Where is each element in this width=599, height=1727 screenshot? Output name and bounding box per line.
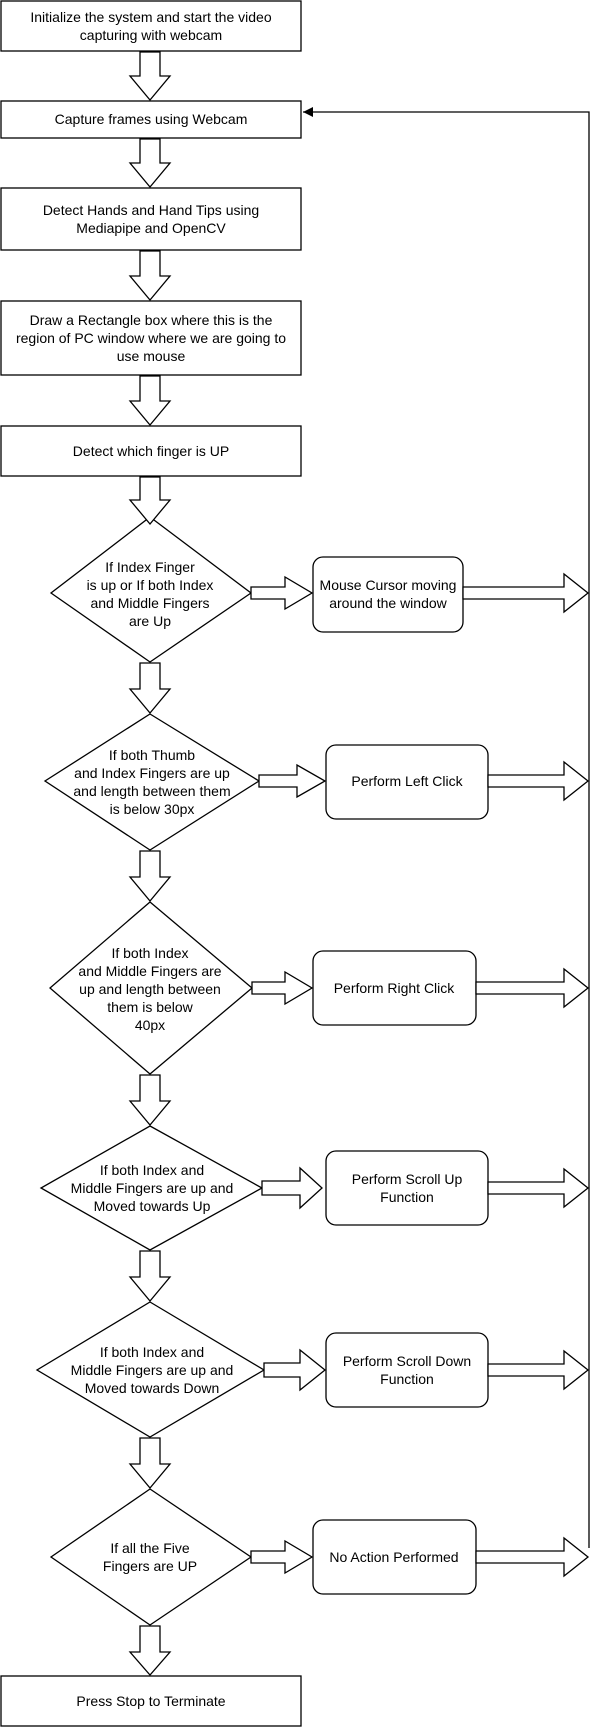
stop-box xyxy=(0,1675,302,1727)
loop-arrow-scroll-down xyxy=(487,1349,590,1391)
down-arrow-2 xyxy=(128,138,172,189)
draw-rect-line-3: use mouse xyxy=(117,348,186,364)
dec-sdown-line-3: Moved towards Down xyxy=(85,1380,220,1396)
decision-right-click xyxy=(49,901,254,1075)
act-move-line-1: Mouse Cursor moving xyxy=(320,577,457,593)
detect-hands-line-1: Detect Hands and Hand Tips using xyxy=(43,202,259,218)
action-move-label: Mouse Cursor moving around the window xyxy=(320,577,457,611)
start-line-2: capturing with webcam xyxy=(80,27,222,43)
dec-five-line-1: If all the Five xyxy=(110,1540,190,1556)
dec-sup-line-3: Moved towards Up xyxy=(94,1198,211,1214)
detect-hands-box xyxy=(0,187,302,251)
action-none-label: No Action Performed xyxy=(329,1549,458,1565)
dec-right-line-3: up and length between xyxy=(79,981,221,997)
dec-right-line-4: them is below xyxy=(107,999,193,1015)
dec-move-line-3: and Middle Fingers xyxy=(90,595,209,611)
draw-rect-line-1: Draw a Rectangle box where this is the xyxy=(30,312,273,328)
action-scroll-down-box xyxy=(325,1332,489,1408)
stop-label: Press Stop to Terminate xyxy=(76,1693,225,1709)
dec-sup-line-2: Middle Fingers are up and xyxy=(71,1180,234,1196)
detect-finger-label: Detect which finger is UP xyxy=(73,443,229,459)
start-line-1: Initialize the system and start the vide… xyxy=(30,9,271,25)
action-scroll-up-label: Perform Scroll Up Function xyxy=(352,1171,463,1205)
right-arrow-scroll-up xyxy=(261,1166,323,1210)
dec-left-line-1: If both Thumb xyxy=(109,747,195,763)
dec-move-line-1: If Index Finger xyxy=(105,559,195,575)
loop-arrow-move xyxy=(462,572,590,614)
decision-move-label: If Index Finger is up or If both Index and… xyxy=(87,559,214,629)
down-arrow-4 xyxy=(128,375,172,427)
act-sup-line-1: Perform Scroll Up xyxy=(352,1171,463,1187)
right-arrow-five-fingers xyxy=(250,1539,314,1575)
down-arrow-9 xyxy=(128,1250,172,1303)
dec-left-line-4: is below 30px xyxy=(110,801,195,817)
dec-sdown-line-2: Middle Fingers are up and xyxy=(71,1362,234,1378)
loop-arrow-scroll-up xyxy=(487,1167,590,1209)
right-arrow-right-click xyxy=(251,970,314,1006)
detect-finger-box xyxy=(0,425,302,477)
decision-scroll-down xyxy=(35,1301,266,1438)
detect-finger-line-1: Detect which finger is UP xyxy=(73,443,229,459)
action-right-click-label: Perform Right Click xyxy=(334,980,456,996)
draw-rect-box xyxy=(0,300,302,376)
dec-sup-line-1: If both Index and xyxy=(100,1162,204,1178)
act-none-line-1: No Action Performed xyxy=(329,1549,458,1565)
decision-left-click-label: If both Thumb and Index Fingers are up and… xyxy=(73,747,230,817)
capture-box xyxy=(0,100,302,139)
dec-right-line-1: If both Index xyxy=(111,945,188,961)
detect-hands-line-2: Mediapipe and OpenCV xyxy=(76,220,226,236)
loop-arrow-no-action xyxy=(475,1536,590,1578)
draw-rect-line-2: region of PC window where we are going t… xyxy=(16,330,286,346)
dec-right-line-2: and Middle Fingers are xyxy=(78,963,221,979)
down-arrow-5 xyxy=(128,476,172,526)
start-box xyxy=(0,0,302,52)
down-arrow-1 xyxy=(128,51,172,102)
action-left-click-label: Perform Left Click xyxy=(351,773,463,789)
act-left-line-1: Perform Left Click xyxy=(351,773,463,789)
decision-left-click xyxy=(43,713,261,851)
act-sdown-line-2: Function xyxy=(380,1371,434,1387)
dec-five-line-2: Fingers are UP xyxy=(103,1558,197,1574)
stop-line-1: Press Stop to Terminate xyxy=(76,1693,225,1709)
dec-left-line-3: and length between them xyxy=(73,783,230,799)
dec-move-line-2: is up or If both Index xyxy=(87,577,214,593)
act-sdown-line-1: Perform Scroll Down xyxy=(343,1353,471,1369)
capture-label: Capture frames using Webcam xyxy=(55,111,248,127)
dec-left-line-2: and Index Fingers are up xyxy=(74,765,230,781)
loop-back-arrowhead xyxy=(303,107,313,117)
down-arrow-8 xyxy=(128,1074,172,1127)
down-arrow-7 xyxy=(128,850,172,903)
down-arrow-3 xyxy=(128,250,172,302)
decision-move xyxy=(49,516,253,663)
right-arrow-move xyxy=(250,575,314,611)
down-arrow-6 xyxy=(128,662,172,715)
dec-sdown-line-1: If both Index and xyxy=(100,1344,204,1360)
loop-arrow-right-click xyxy=(475,967,590,1009)
decision-scroll-up xyxy=(39,1125,264,1251)
act-sup-line-2: Function xyxy=(380,1189,434,1205)
dec-right-line-5: 40px xyxy=(135,1017,165,1033)
act-right-line-1: Perform Right Click xyxy=(334,980,456,996)
down-arrow-10 xyxy=(128,1437,172,1490)
right-arrow-left-click xyxy=(258,763,327,799)
act-move-line-2: around the window xyxy=(329,595,447,611)
capture-line-1: Capture frames using Webcam xyxy=(55,111,248,127)
loop-arrow-left-click xyxy=(487,760,590,802)
loop-back-line xyxy=(303,111,590,1548)
right-arrow-scroll-down xyxy=(263,1348,327,1392)
decision-right-click-label: If both Index and Middle Fingers are up an… xyxy=(78,945,221,1033)
dec-move-line-4: are Up xyxy=(129,613,171,629)
decision-five-fingers xyxy=(49,1488,253,1626)
start-label: Initialize the system and start the vide… xyxy=(30,9,271,43)
action-scroll-up-box xyxy=(325,1150,489,1226)
down-arrow-11 xyxy=(128,1625,172,1676)
draw-rect-label: Draw a Rectangle box where this is the re… xyxy=(16,312,286,364)
